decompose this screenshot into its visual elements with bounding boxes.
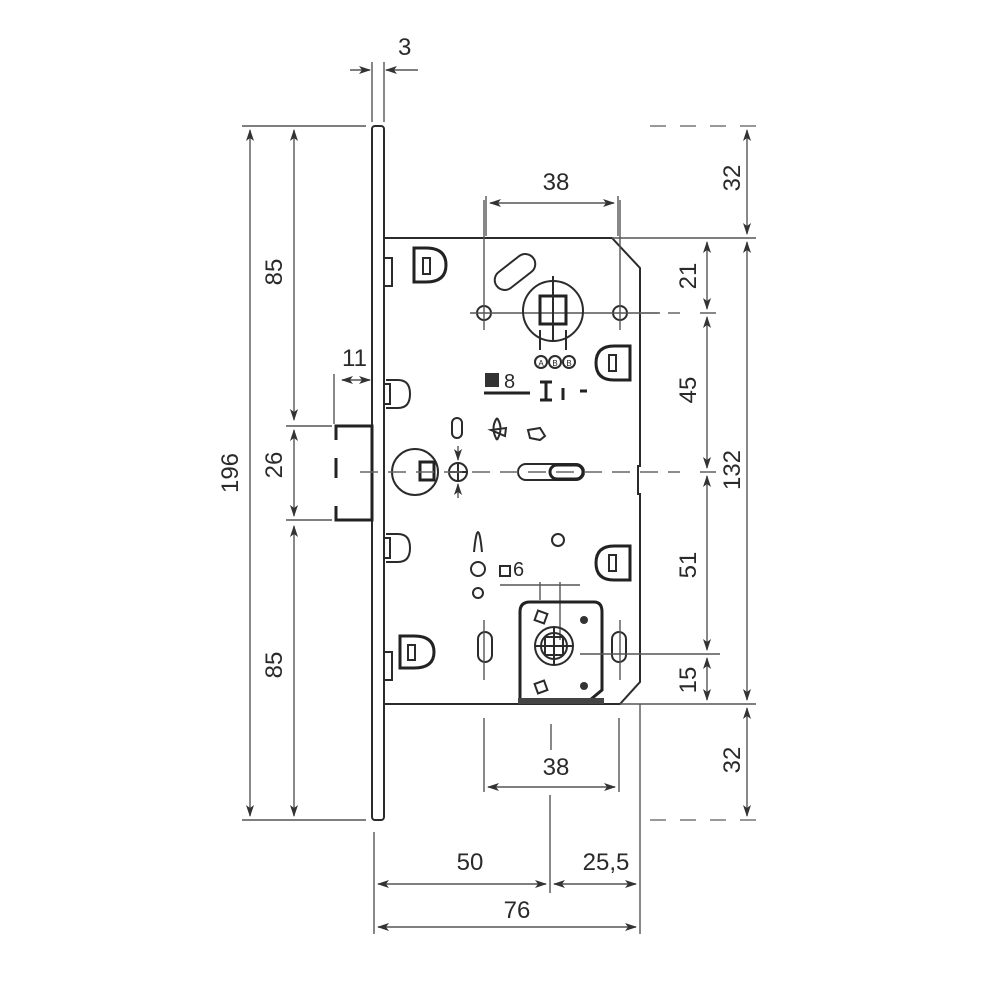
dim-body-height: 132 bbox=[719, 450, 746, 490]
dim-overall-depth: 76 bbox=[504, 897, 531, 924]
thumbturn-area: 6 bbox=[470, 530, 720, 704]
svg-text:38: 38 bbox=[543, 169, 570, 196]
mounting-lug-bottom-left bbox=[398, 634, 436, 670]
cam-label-b1: B bbox=[552, 359, 557, 368]
latch-guide-top bbox=[383, 379, 412, 409]
dim-latch-projection: 11 bbox=[342, 345, 367, 372]
cam-labels: A B B bbox=[534, 355, 576, 369]
cam-label-a: A bbox=[538, 359, 544, 368]
dim-top-to-handle: 21 bbox=[675, 263, 702, 290]
cam-label-b2: B bbox=[566, 359, 571, 368]
dim-latch-height: 26 bbox=[261, 452, 288, 479]
dim-key-to-back: 25,5 bbox=[583, 849, 630, 876]
faceplate bbox=[371, 125, 385, 821]
dim-latch-to-key: 51 bbox=[675, 552, 702, 579]
dim-bottom-hole-spacing: 38 bbox=[543, 754, 570, 781]
dim-right: 32 132 32 21 45 51 15 bbox=[612, 125, 756, 821]
dim-latch-to-bottom: 85 bbox=[261, 652, 288, 679]
dim-top-to-latch: 85 bbox=[261, 259, 288, 286]
dim-backset: 50 bbox=[457, 849, 484, 876]
square-turn-icon bbox=[499, 565, 511, 577]
dim-square-spindle: 8 bbox=[504, 371, 515, 393]
dim-overall-height: 196 bbox=[217, 453, 244, 493]
dim-left: 196 85 26 85 11 bbox=[217, 125, 371, 821]
dim-bottom-overhang: 32 bbox=[719, 747, 746, 774]
dim-bottom: 38 50 25,5 76 bbox=[373, 704, 641, 934]
dim-top-hole-spacing: 38 bbox=[485, 169, 619, 236]
lock-body bbox=[383, 237, 641, 705]
dim-top-overhang: 32 bbox=[719, 165, 746, 192]
dim-handle-to-latch: 45 bbox=[675, 377, 702, 404]
dim-square-turn: 6 bbox=[513, 559, 524, 581]
svg-text:3: 3 bbox=[398, 34, 411, 61]
latch-mechanism bbox=[391, 417, 585, 498]
handle-follower: A B B 8 bbox=[470, 200, 660, 402]
mounting-lug-mid-right bbox=[594, 344, 632, 382]
center-lines bbox=[360, 312, 680, 473]
dim-key-to-bottom: 15 bbox=[675, 667, 702, 694]
mounting-lugs bbox=[383, 246, 632, 670]
square-spindle-icon bbox=[485, 373, 499, 387]
dim-faceplate-thickness: 3 bbox=[350, 34, 418, 122]
mounting-lug-low-right bbox=[594, 544, 632, 582]
latch-guide-bottom bbox=[383, 533, 412, 563]
mounting-lug-top-left bbox=[412, 246, 448, 284]
latch-bolt bbox=[334, 424, 374, 522]
